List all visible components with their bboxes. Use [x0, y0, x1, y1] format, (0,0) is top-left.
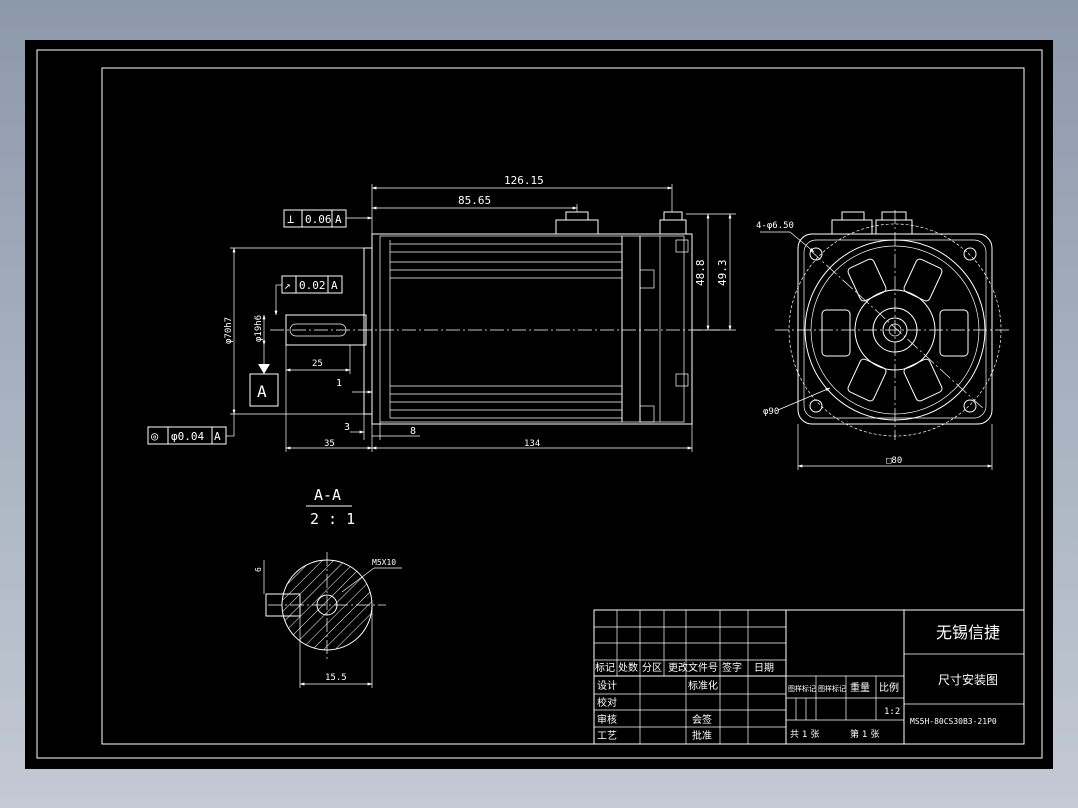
- inner-frame: [101, 67, 1025, 745]
- dim-shaft-length: 25: [312, 359, 323, 369]
- role-design: 设计: [597, 679, 617, 692]
- concentricity-value: φ0.04: [171, 430, 204, 443]
- role-review: 审核: [597, 713, 617, 726]
- dim-keyway-length: 15.5: [325, 673, 347, 683]
- perpendicularity-datum: A: [335, 213, 342, 226]
- rev-header-count: 处数: [618, 661, 638, 674]
- front-view: [760, 210, 1010, 470]
- dim-gap-3: 3: [344, 422, 350, 433]
- company-name: 无锡信捷: [936, 623, 1000, 642]
- dim-flange-square: □80: [886, 456, 902, 466]
- dim-height-1: 48.8: [694, 260, 707, 287]
- rev-header-zone: 分区: [642, 662, 662, 674]
- stage-header-2: 图样标记: [818, 684, 846, 693]
- role-process: 工艺: [597, 730, 617, 742]
- dim-gap-8: 8: [410, 426, 416, 437]
- rev-header-date: 日期: [754, 662, 774, 674]
- dim-keyway-depth: 6: [254, 567, 263, 572]
- rev-header-doc: 更改文件号: [668, 661, 718, 674]
- dim-hole-pattern: 4-φ6.50: [756, 221, 794, 231]
- title-block-lines: [593, 609, 1025, 745]
- sheet-number: 第 1 张: [850, 728, 879, 740]
- concentricity-datum: A: [214, 430, 221, 443]
- section-title: A-A: [314, 486, 341, 504]
- datum-a-label: A: [257, 382, 267, 401]
- dim-pilot-diameter: φ70h7: [224, 317, 234, 344]
- model-number: MS5H-80CS30B3-21P0: [910, 717, 997, 726]
- dim-thread: M5X10: [372, 558, 396, 567]
- runout-datum: A: [331, 279, 338, 292]
- rev-header-mark: 标记: [595, 662, 615, 674]
- drawing-name: 尺寸安装图: [938, 672, 998, 687]
- scale-header: 比例: [879, 681, 899, 694]
- dim-body-134: 134: [524, 439, 540, 449]
- side-view: [147, 184, 736, 452]
- dim-height-2: 49.3: [716, 260, 729, 287]
- section-view: [263, 552, 402, 688]
- dim-gap-1: 1: [336, 378, 342, 389]
- scale-value: 1:2: [884, 707, 900, 717]
- role-check: 校对: [597, 696, 617, 709]
- role-standardize: 标准化: [688, 679, 718, 692]
- perpendicularity-icon: ⊥: [287, 212, 294, 226]
- role-approve: 批准: [692, 729, 712, 742]
- outer-frame: [36, 49, 1043, 759]
- drawing-background: [25, 40, 1053, 769]
- dim-pcd: φ90: [763, 407, 779, 417]
- dim-shaft-extension: 35: [324, 439, 335, 449]
- stage-header-1: 图样标记: [788, 684, 816, 693]
- rev-header-sign: 签字: [722, 661, 742, 674]
- section-scale: 2 : 1: [310, 510, 355, 528]
- sheets-total: 共 1 张: [790, 729, 819, 740]
- weight-header: 重量: [850, 681, 870, 694]
- perpendicularity-value: 0.06: [305, 213, 332, 226]
- runout-icon: ↗: [284, 279, 291, 292]
- dim-shaft-diameter: φ19h6: [254, 315, 264, 342]
- dim-body-length: 85.65: [458, 194, 491, 207]
- runout-value: 0.02: [299, 279, 326, 292]
- concentricity-icon: ◎: [151, 429, 158, 443]
- dim-total-length: 126.15: [504, 174, 544, 187]
- role-countersign: 会签: [692, 713, 712, 726]
